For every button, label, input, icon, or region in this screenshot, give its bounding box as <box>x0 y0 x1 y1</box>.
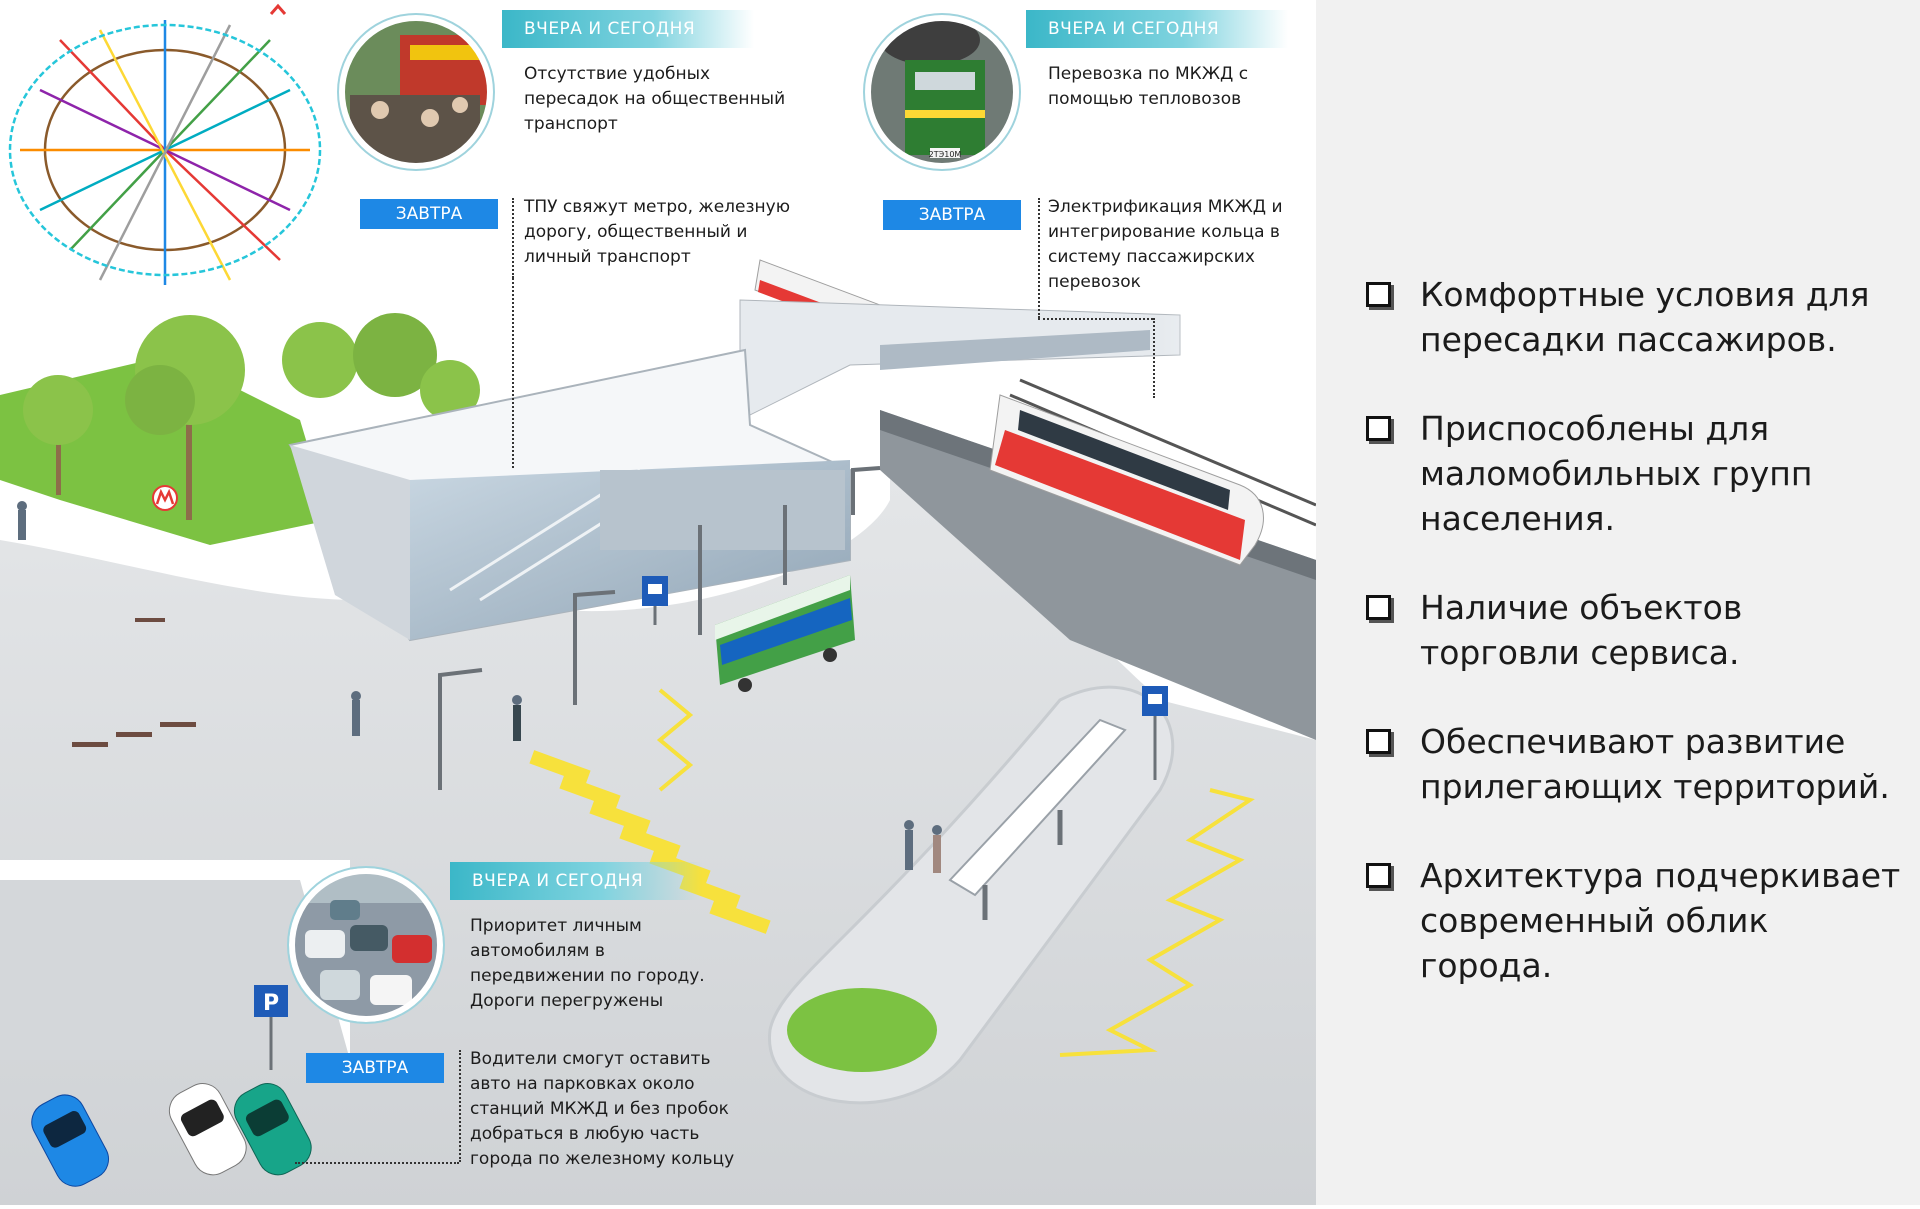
checkbox-icon <box>1366 595 1391 620</box>
parking-sign-label: P <box>263 991 279 1016</box>
callout1-pointer <box>512 278 514 468</box>
checkbox-icon <box>1366 729 1391 754</box>
benefit-text: Архитектура подчеркивает современный обл… <box>1420 856 1901 985</box>
benefit-item: Наличие объектов торговли сервиса. <box>1364 585 1904 675</box>
callout3-tomorrow-label: ЗАВТРА <box>306 1053 444 1083</box>
transport-hub-illustration: P 2ТЭ10М <box>0 3 1317 1205</box>
bus <box>715 575 855 692</box>
benefits-panel: Комфортные условия для пересадки пассажи… <box>1316 0 1920 1205</box>
callout1-tomorrow-label: ЗАВТРА <box>360 199 498 229</box>
pedestrian-bridge <box>739 299 1316 421</box>
callout2-pointer-h <box>1038 318 1153 320</box>
benefit-text: Наличие объектов торговли сервиса. <box>1420 588 1743 672</box>
parking-sign-icon <box>254 985 288 1070</box>
callout1-band: ВЧЕРА И СЕГОДНЯ <box>502 10 754 48</box>
metro-map <box>0 3 330 298</box>
bus-shelter <box>948 718 1127 920</box>
locomotive-plate: 2ТЭ10М <box>929 150 962 159</box>
checkbox-icon <box>1366 863 1391 888</box>
parked-cars <box>31 1083 312 1187</box>
checkbox-icon <box>1366 282 1391 307</box>
benefit-item: Архитектура подчеркивает современный обл… <box>1364 853 1904 988</box>
callout3-pointer <box>295 1162 459 1164</box>
callout2-tomorrow-label: ЗАВТРА <box>883 200 1021 230</box>
callout2-band: ВЧЕРА И СЕГОДНЯ <box>1026 10 1288 48</box>
benefit-text: Комфортные условия для пересадки пассажи… <box>1420 275 1870 359</box>
metro-logo-icon <box>152 485 178 511</box>
callout2-pointer-v <box>1153 318 1155 398</box>
bus-stop-icon <box>642 576 1168 780</box>
scene-drawing: P 2ТЭ10М <box>0 3 1317 1205</box>
benefit-text: Приспособлены для маломобильных групп на… <box>1420 409 1813 538</box>
station-building <box>288 348 851 642</box>
callout3-future-text: Водители смогут оставить авто на парковк… <box>470 1049 735 1169</box>
benefit-item: Приспособлены для маломобильных групп на… <box>1364 406 1904 541</box>
pedestrians <box>17 501 942 873</box>
callout3-divider <box>459 1050 461 1162</box>
checkbox-icon <box>1366 416 1391 441</box>
callout2-past-text: Перевозка по МКЖД с помощью тепловозов <box>1048 64 1249 109</box>
benefit-item: Комфортные условия для пересадки пассажи… <box>1364 272 1904 362</box>
callout2-divider <box>1038 198 1040 318</box>
callout1-divider <box>512 198 514 278</box>
benefit-item: Обеспечивают развитие прилегающих террит… <box>1364 719 1904 809</box>
bus-zigzag-left <box>656 688 694 792</box>
benefits-list: Комфортные условия для пересадки пассажи… <box>1364 272 1904 1032</box>
callout2-future-text: Электрификация МКЖД и интегрирование кол… <box>1048 197 1283 292</box>
bus-zigzag-right <box>1059 788 1255 1057</box>
benches <box>72 618 196 747</box>
street-lamps <box>438 466 881 790</box>
callout1-past-text: Отсутствие удобных пересадок на обществе… <box>524 64 786 134</box>
callout3-past-text: Приоритет личным автомобилям в передвиже… <box>470 916 705 1011</box>
callout3-band: ВЧЕРА И СЕГОДНЯ <box>450 862 702 900</box>
benefit-text: Обеспечивают развитие прилегающих террит… <box>1420 722 1890 806</box>
photo-diesel-locomotive <box>870 20 1014 164</box>
callout1-future-text: ТПУ свяжут метро, железную дорогу, общес… <box>524 197 791 267</box>
